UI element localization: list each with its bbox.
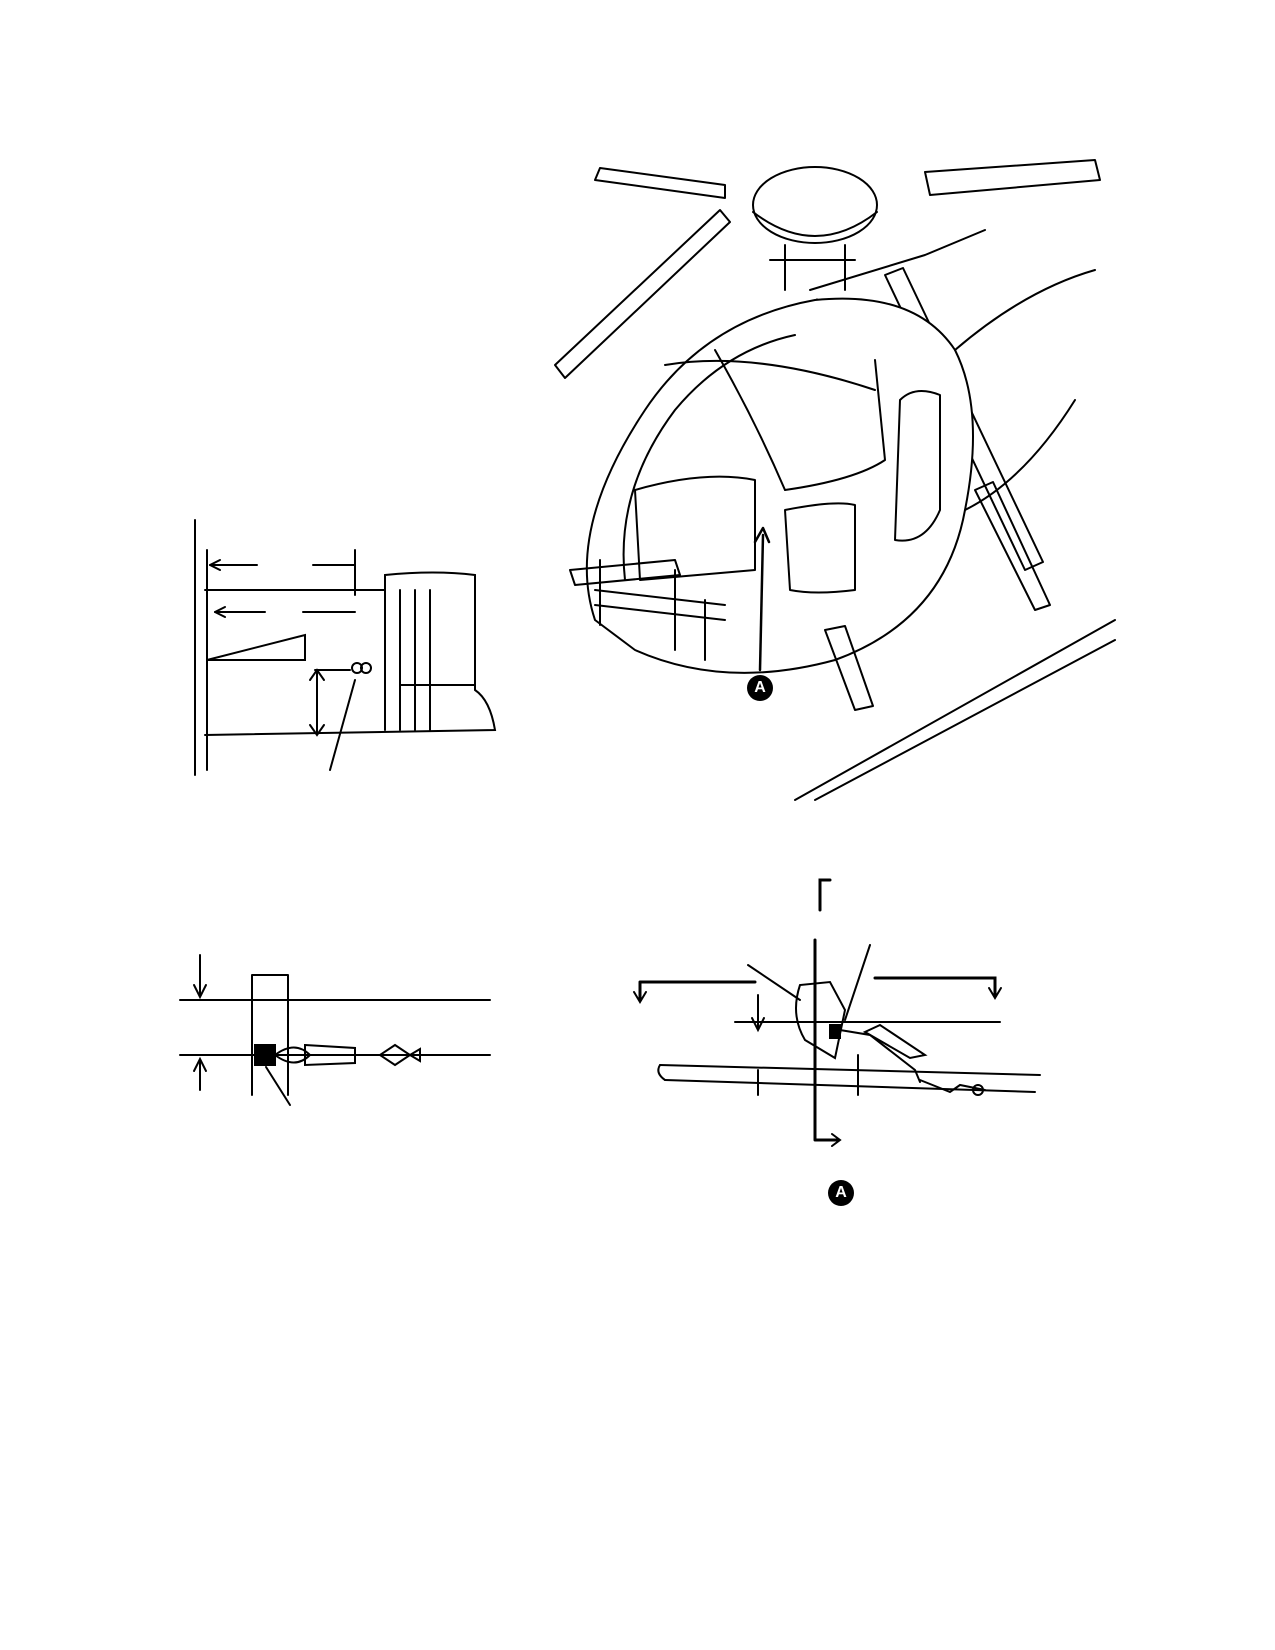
hook-end xyxy=(408,1047,421,1063)
detail-a-label: A xyxy=(828,1180,854,1206)
seat-right xyxy=(784,502,856,594)
dimension-line-top xyxy=(209,549,356,596)
control-rod-right xyxy=(809,229,986,291)
helicopter-drawing xyxy=(554,159,1116,801)
strut-end-eye xyxy=(972,1084,984,1096)
turnbuckle xyxy=(354,1043,412,1067)
detail-a-section: A xyxy=(633,870,1060,1206)
rotor-blade-left-top xyxy=(594,167,726,199)
plan-view-detail xyxy=(179,945,500,1125)
door-frame xyxy=(784,359,886,491)
skid-tube-upper xyxy=(659,1064,1041,1076)
post-section xyxy=(251,974,289,1096)
canopy-frame-1 xyxy=(622,334,796,581)
section-marker-top xyxy=(818,878,832,912)
plan-view-drawing xyxy=(179,954,491,1106)
leader-line-fastener xyxy=(329,679,356,771)
fuselage-rear xyxy=(954,269,1096,511)
centerline-vertical xyxy=(813,938,840,1142)
fitting-clamp xyxy=(829,1024,841,1039)
rotor-hub-cap xyxy=(752,166,878,244)
rotor-blade-right-low xyxy=(884,267,1044,571)
canopy-frame-2 xyxy=(664,359,876,391)
attachment-fitting xyxy=(254,1044,276,1066)
structure-outline xyxy=(204,571,497,736)
helicopter-isometric-view: A xyxy=(554,150,1116,801)
section-arrow-left xyxy=(633,991,647,1004)
section-marker-left xyxy=(638,980,757,1002)
seat-left xyxy=(634,475,756,581)
leader-line-right xyxy=(844,944,871,1021)
fastener-2 xyxy=(360,662,372,674)
nose-equipment-bar-1 xyxy=(569,559,681,586)
detail-a-drawing xyxy=(633,878,1041,1147)
skid-tube-1 xyxy=(794,619,1116,801)
cabin-body xyxy=(585,297,974,674)
spring-coil xyxy=(273,1046,312,1064)
nose-equipment-bar-2 xyxy=(594,589,726,621)
canopy-frame-3 xyxy=(714,349,786,491)
centerline-arrow xyxy=(831,1133,842,1147)
leader-line-left xyxy=(747,964,801,1001)
detail-a-marker: A xyxy=(747,675,773,701)
dimension-arrow-down xyxy=(751,994,765,1033)
skid-tube-end xyxy=(657,1064,666,1081)
rotor-mast xyxy=(769,244,856,291)
dimension-vertical xyxy=(309,668,351,737)
skid-tube-2 xyxy=(814,639,1116,801)
rotor-blade-left-low xyxy=(554,209,731,379)
dimension-arrow-up xyxy=(193,1056,207,1091)
dimension-arrow-top-left xyxy=(209,559,221,571)
side-elevation-detail xyxy=(185,519,525,820)
detail-pointer-line xyxy=(758,533,765,672)
side-elevation-drawing xyxy=(194,519,497,776)
section-marker-right xyxy=(873,976,997,997)
spring-body xyxy=(304,1043,356,1067)
section-arrow-right xyxy=(988,987,1002,1000)
skid-strut-front xyxy=(824,625,874,711)
rotor-blade-right-top xyxy=(924,159,1101,196)
rotor-hub-lower xyxy=(752,211,878,237)
fitting-body xyxy=(795,980,847,1060)
dimension-arrow-middle-left xyxy=(214,606,226,618)
detail-pointer-arrow xyxy=(753,526,771,544)
strut-spring xyxy=(862,1023,928,1060)
tick-lines xyxy=(757,1054,859,1096)
strut-turnbuckle xyxy=(919,1079,986,1094)
nose-equipment-posts xyxy=(599,559,706,661)
wedge-feature xyxy=(206,633,306,661)
leader-line-fitting xyxy=(265,1066,291,1106)
structure-frames xyxy=(384,589,431,731)
side-window xyxy=(894,390,941,542)
skid-strut-right xyxy=(974,481,1051,611)
strut-link xyxy=(839,1029,921,1083)
dimension-arrow-down xyxy=(193,954,207,1000)
